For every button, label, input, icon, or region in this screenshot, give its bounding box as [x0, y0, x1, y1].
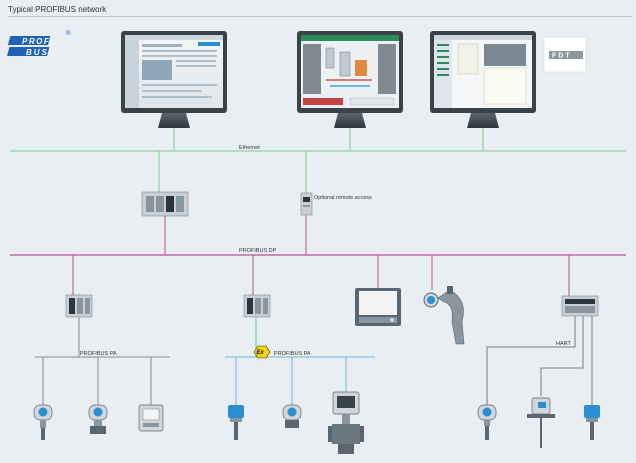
ethernet-network: Ethernet — [10, 128, 626, 193]
remote-access-unit: Optional remote access — [300, 192, 372, 216]
coriolis-flowmeter — [423, 286, 465, 345]
pressure-transmitter-1 — [33, 404, 53, 440]
workstation-monitor-1 — [121, 31, 227, 128]
ethernet-label: Ethernet — [239, 145, 260, 151]
hart-pressure-transmitter — [477, 404, 497, 440]
profibus-pa-2-label: PROFIBUS PA — [274, 351, 311, 357]
profibus-pa-network-2: PROFIBUS PA — [225, 317, 375, 405]
profibus-pa-1-label: PROFIBUS PA — [80, 351, 117, 357]
diagram-title: Typical PROFIBUS network — [8, 5, 107, 14]
ex-hazard-badge: Ex — [253, 345, 271, 359]
ex-badge-text: Ex — [257, 350, 265, 356]
controller-plc — [141, 191, 189, 217]
segment-coupler-2 — [243, 294, 271, 318]
level-radar — [527, 397, 555, 448]
profibus-dp-network: PROFIBUS DP — [10, 215, 626, 296]
segment-coupler-1 — [65, 294, 93, 318]
pressure-transmitter-3 — [282, 404, 302, 428]
fdt-logo: FDT — [543, 36, 587, 73]
display-recorder — [355, 288, 401, 326]
pressure-transmitter-2 — [88, 404, 108, 434]
hart-wiring: HART — [486, 316, 593, 405]
hart-io-module — [561, 295, 599, 317]
electromagnetic-flowmeter — [328, 391, 364, 454]
fdt-logo-text: FDT — [552, 53, 572, 60]
profibus-dp-label: PROFIBUS DP — [239, 248, 277, 254]
workstation-monitor-2 — [297, 31, 403, 128]
level-sensor — [584, 405, 600, 440]
registered-mark: ® — [66, 30, 71, 37]
level-switch — [228, 405, 244, 440]
workstation-monitor-3 — [430, 31, 536, 128]
hart-label: HART — [556, 341, 572, 347]
title-rule — [8, 16, 632, 17]
profibus-logo-bottom: BUS — [26, 48, 49, 57]
profibus-pa-network-1: PROFIBUS PA — [35, 317, 170, 405]
remote-access-label: Optional remote access — [314, 195, 372, 201]
field-display — [138, 404, 164, 432]
profibus-logo: PROFI BUS ® — [6, 30, 71, 57]
profibus-logo-top: PROFI — [22, 37, 54, 46]
